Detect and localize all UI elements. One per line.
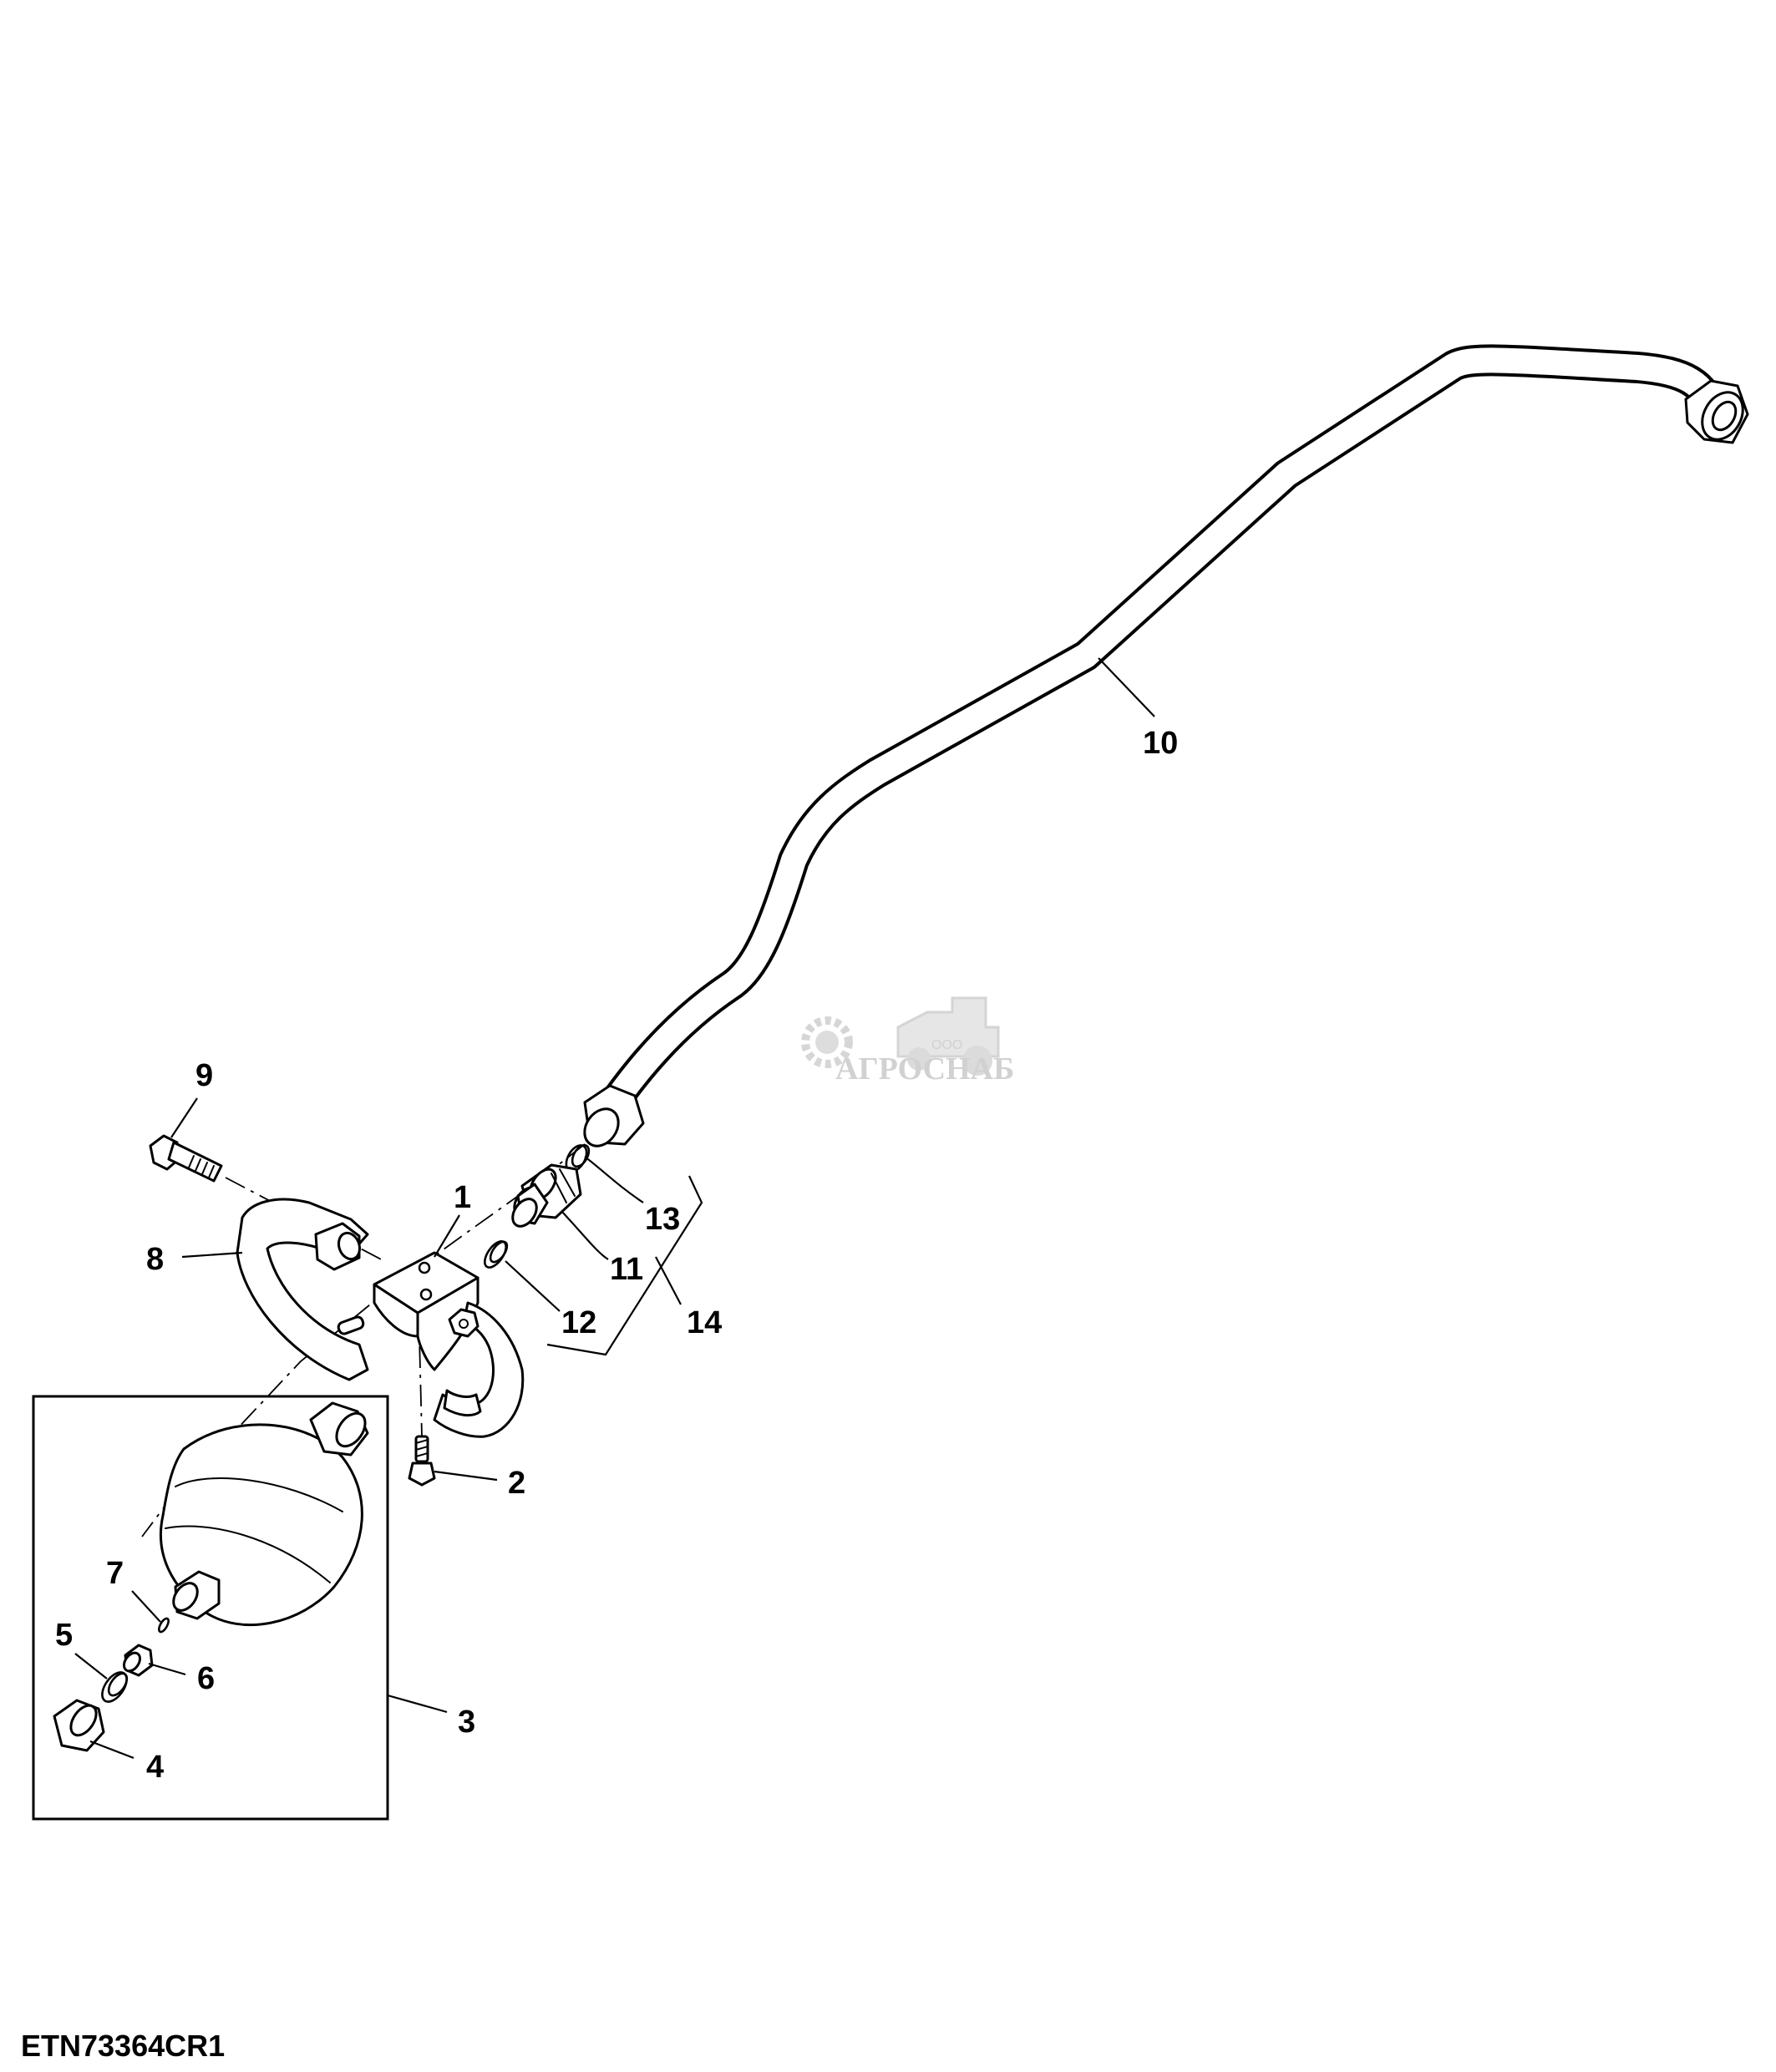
- o-ring-7: [158, 1617, 170, 1634]
- callout-10: 10: [1143, 726, 1178, 761]
- callout-14: 14: [687, 1305, 722, 1340]
- callout-3: 3: [458, 1705, 475, 1740]
- callout-6: 6: [197, 1661, 215, 1696]
- kit-box-3: [32, 1395, 389, 1821]
- fitting-6: [122, 1644, 154, 1677]
- bracket-1: [373, 1251, 525, 1438]
- leader-12: [505, 1260, 561, 1312]
- tube-nut-upper: [1684, 379, 1749, 444]
- leader-lines: [74, 657, 1155, 1760]
- leader-8: [181, 1251, 243, 1259]
- leader-4: [89, 1740, 134, 1760]
- callout-13: 13: [645, 1202, 680, 1237]
- watermark-prefix: ООО: [931, 1038, 962, 1052]
- figure-id: ETN73364CR1: [21, 2029, 225, 2063]
- callout-8: 8: [146, 1242, 164, 1277]
- hydraulic-line-10: [583, 344, 1749, 1147]
- callout-4: 4: [146, 1750, 164, 1785]
- leader-14: [655, 1256, 682, 1305]
- callout-5: 5: [55, 1618, 73, 1653]
- gear-icon: [801, 1016, 853, 1068]
- cap-nut-4: [53, 1699, 105, 1752]
- callout-12: 12: [561, 1305, 596, 1340]
- leader-3: [387, 1694, 448, 1714]
- fitting-11: [511, 1163, 582, 1228]
- callout-9: 9: [195, 1058, 213, 1093]
- leader-2: [434, 1470, 498, 1482]
- leader-10: [1098, 657, 1155, 717]
- watermark-brand: АГРОСНАБ: [835, 1051, 1014, 1087]
- leader-14-bracket: [546, 1175, 703, 1356]
- harvester-icon: [896, 996, 1000, 1076]
- o-ring-12: [484, 1240, 509, 1269]
- leader-11: [561, 1210, 609, 1260]
- leader-7: [131, 1590, 161, 1623]
- callout-11: 11: [610, 1252, 643, 1287]
- callout-2: 2: [508, 1466, 525, 1501]
- callout-7: 7: [106, 1556, 124, 1591]
- accumulator-sphere: [159, 1401, 369, 1627]
- leader-13: [584, 1156, 644, 1203]
- bolt-2: [408, 1435, 436, 1487]
- leader-9: [170, 1097, 198, 1138]
- callout-1: 1: [454, 1180, 471, 1215]
- leader-1: [434, 1214, 460, 1258]
- bolt2-axis: [417, 1269, 423, 1437]
- callouts: 10 9 8 1 13 11 12 14 2 3 7 5 6 4: [55, 726, 1178, 1785]
- leader-5: [74, 1653, 108, 1679]
- clamp-band-8: [236, 1198, 369, 1381]
- watermark-logo: ООО АГРОСНАБ: [801, 996, 1014, 1087]
- o-ring-5: [101, 1671, 129, 1703]
- bolt-9: [149, 1134, 223, 1183]
- leader-6: [148, 1662, 186, 1676]
- tube-nut-lower: [583, 1084, 645, 1147]
